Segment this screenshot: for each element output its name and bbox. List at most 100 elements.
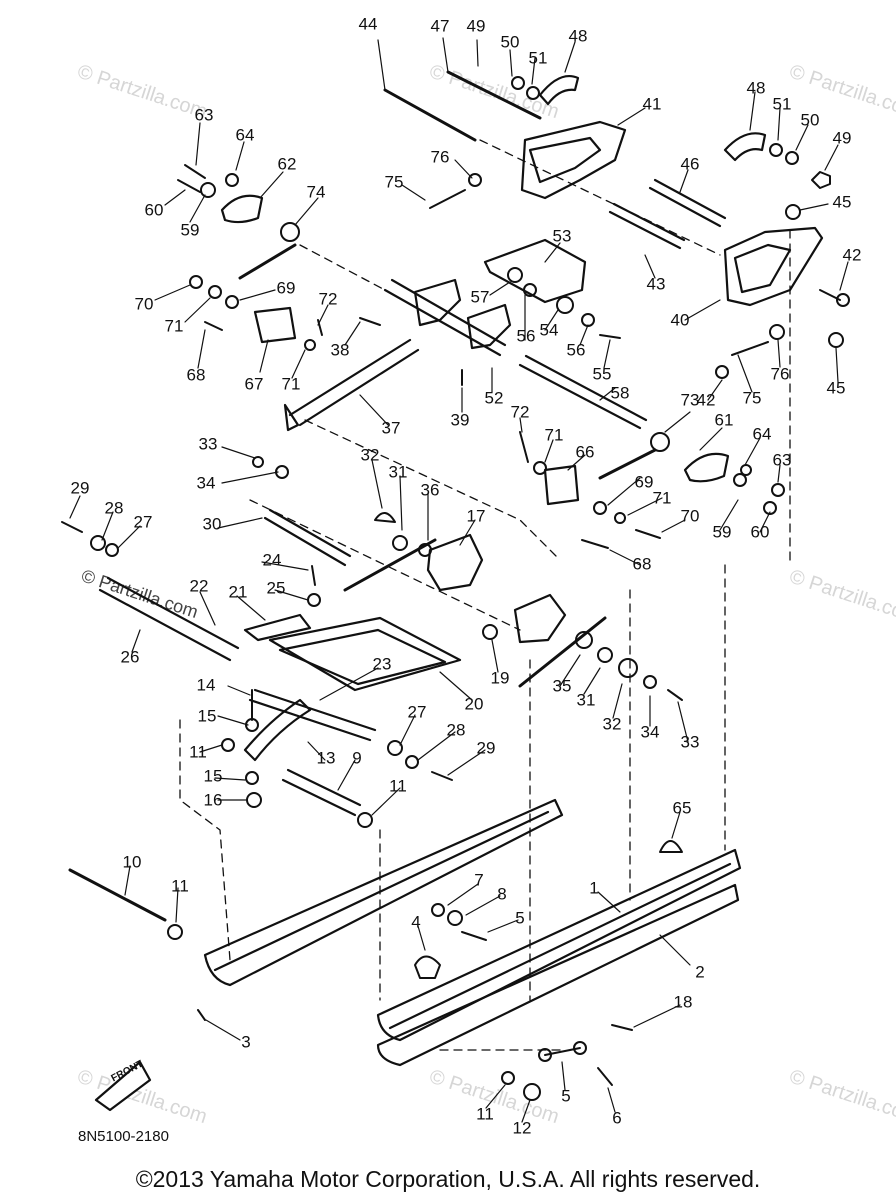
callout-1: 1 bbox=[589, 878, 599, 898]
callout-11: 11 bbox=[189, 742, 207, 762]
callout-76: 76 bbox=[430, 147, 450, 167]
callout-27: 27 bbox=[133, 512, 153, 532]
callout-64: 64 bbox=[752, 424, 772, 444]
callout-55: 55 bbox=[592, 364, 612, 384]
callout-71: 71 bbox=[164, 316, 184, 336]
callout-74: 74 bbox=[306, 182, 326, 202]
callout-16: 16 bbox=[203, 790, 223, 810]
callout-33: 33 bbox=[680, 732, 700, 752]
callout-21: 21 bbox=[228, 582, 248, 602]
callout-31: 31 bbox=[576, 690, 596, 710]
callout-47: 47 bbox=[430, 16, 450, 36]
callout-11: 11 bbox=[171, 876, 189, 896]
callout-72: 72 bbox=[510, 402, 530, 422]
callout-9: 9 bbox=[352, 748, 362, 768]
callout-45: 45 bbox=[826, 378, 846, 398]
callout-50: 50 bbox=[800, 110, 820, 130]
callout-15: 15 bbox=[203, 766, 223, 786]
callout-13: 13 bbox=[316, 748, 336, 768]
callout-29: 29 bbox=[70, 478, 90, 498]
callout-22: 22 bbox=[189, 576, 209, 596]
copyright-notice: ©2013 Yamaha Motor Corporation, U.S.A. A… bbox=[135, 1166, 761, 1192]
callout-45: 45 bbox=[832, 192, 852, 212]
callout-62: 62 bbox=[277, 154, 297, 174]
callout-49: 49 bbox=[832, 128, 852, 148]
callout-65: 65 bbox=[672, 798, 692, 818]
callout-4: 4 bbox=[411, 912, 421, 932]
callout-66: 66 bbox=[575, 442, 595, 462]
callout-32: 32 bbox=[360, 445, 380, 465]
callout-69: 69 bbox=[634, 472, 654, 492]
callout-20: 20 bbox=[464, 694, 484, 714]
callout-11: 11 bbox=[389, 776, 407, 796]
callout-25: 25 bbox=[266, 578, 286, 598]
callout-44: 44 bbox=[358, 14, 378, 34]
callout-60: 60 bbox=[144, 200, 164, 220]
callout-38: 38 bbox=[330, 340, 350, 360]
callout-56: 56 bbox=[516, 326, 536, 346]
callout-71: 71 bbox=[281, 374, 301, 394]
callout-6: 6 bbox=[612, 1108, 622, 1128]
callout-70: 70 bbox=[680, 506, 700, 526]
callout-23: 23 bbox=[372, 654, 392, 674]
callout-56: 56 bbox=[566, 340, 586, 360]
callout-50: 50 bbox=[500, 32, 520, 52]
callout-14: 14 bbox=[196, 675, 216, 695]
callout-51: 51 bbox=[772, 94, 792, 114]
callout-52: 52 bbox=[484, 388, 504, 408]
callout-53: 53 bbox=[552, 226, 572, 246]
callout-72: 72 bbox=[318, 289, 338, 309]
callout-63: 63 bbox=[194, 105, 214, 125]
callout-51: 51 bbox=[528, 48, 548, 68]
callout-58: 58 bbox=[610, 383, 630, 403]
callout-29: 29 bbox=[476, 738, 496, 758]
callout-30: 30 bbox=[202, 514, 222, 534]
callout-27: 27 bbox=[407, 702, 427, 722]
callout-69: 69 bbox=[276, 278, 296, 298]
callout-61: 61 bbox=[714, 410, 734, 430]
callout-34: 34 bbox=[196, 473, 216, 493]
callout-68: 68 bbox=[186, 365, 206, 385]
callout-60: 60 bbox=[750, 522, 770, 542]
callout-76: 76 bbox=[770, 364, 790, 384]
callout-2: 2 bbox=[695, 962, 705, 982]
callout-35: 35 bbox=[552, 676, 572, 696]
callout-8: 8 bbox=[497, 884, 507, 904]
callout-33: 33 bbox=[198, 434, 218, 454]
callout-48: 48 bbox=[746, 78, 766, 98]
callout-54: 54 bbox=[539, 320, 559, 340]
callout-18: 18 bbox=[673, 992, 693, 1012]
callout-68: 68 bbox=[632, 554, 652, 574]
callout-42: 42 bbox=[842, 245, 862, 265]
callout-5: 5 bbox=[561, 1086, 571, 1106]
callout-3: 3 bbox=[241, 1032, 251, 1052]
callout-39: 39 bbox=[450, 410, 470, 430]
callout-5: 5 bbox=[515, 908, 525, 928]
callout-24: 24 bbox=[262, 550, 282, 570]
callout-75: 75 bbox=[742, 388, 762, 408]
callout-43: 43 bbox=[646, 274, 666, 294]
callout-37: 37 bbox=[381, 418, 401, 438]
callout-40: 40 bbox=[670, 310, 690, 330]
callout-73: 73 bbox=[680, 390, 700, 410]
callout-46: 46 bbox=[680, 154, 700, 174]
callout-57: 57 bbox=[470, 287, 490, 307]
callout-34: 34 bbox=[640, 722, 660, 742]
callout-19: 19 bbox=[490, 668, 510, 688]
callout-71: 71 bbox=[652, 488, 672, 508]
callout-28: 28 bbox=[104, 498, 124, 518]
callout-36: 36 bbox=[420, 480, 440, 500]
callout-12: 12 bbox=[512, 1118, 532, 1138]
callout-10: 10 bbox=[122, 852, 142, 872]
callout-26: 26 bbox=[120, 647, 140, 667]
callout-49: 49 bbox=[466, 16, 486, 36]
callout-63: 63 bbox=[772, 450, 792, 470]
callout-32: 32 bbox=[602, 714, 622, 734]
callout-28: 28 bbox=[446, 720, 466, 740]
diagram-code: 8N5100-2180 bbox=[78, 1128, 169, 1145]
callout-70: 70 bbox=[134, 294, 154, 314]
callout-48: 48 bbox=[568, 26, 588, 46]
callout-71: 71 bbox=[544, 425, 564, 445]
